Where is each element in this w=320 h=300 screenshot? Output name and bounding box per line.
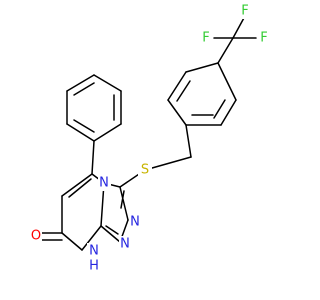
bond [66, 123, 95, 142]
bond [185, 62, 219, 73]
triazole-nitrogen-label: N [130, 215, 140, 230]
atom-labels-layer: F F F S N N N N H O [28, 3, 271, 274]
molecule-structure-drawing: F F F S N N N N H O [28, 3, 271, 274]
oxygen-atom-label: O [31, 229, 41, 244]
bond [91, 140, 95, 175]
bond [100, 225, 121, 243]
bond [167, 99, 187, 126]
fluorine-atom-label: F [241, 4, 248, 19]
bond [66, 74, 95, 92]
bond [73, 119, 95, 133]
bond [232, 15, 246, 39]
bond [213, 99, 226, 119]
ring-nitrogen-label: N [99, 176, 109, 191]
bond [120, 190, 125, 209]
bond [105, 225, 119, 235]
bond [68, 178, 92, 198]
bond [93, 123, 122, 142]
sulfur-atom-label: S [141, 163, 149, 178]
bond [61, 173, 93, 197]
fluorine-atom-label: F [260, 31, 267, 46]
hydrogen-atom-label: H [89, 259, 99, 274]
bond [217, 37, 234, 64]
bond [185, 124, 192, 158]
bond [61, 232, 83, 251]
bond [144, 156, 192, 171]
bonds-layer [39, 15, 257, 251]
bond [93, 74, 122, 92]
bond [81, 225, 102, 251]
bond [176, 80, 191, 102]
bond [119, 186, 129, 221]
bond [220, 99, 237, 126]
bond [217, 62, 237, 101]
triazole-nitrogen-label: N [120, 237, 130, 252]
bond [167, 71, 187, 101]
bond [73, 82, 95, 96]
nh-nitrogen-label: N [89, 244, 99, 259]
fluorine-atom-label: F [202, 31, 209, 46]
